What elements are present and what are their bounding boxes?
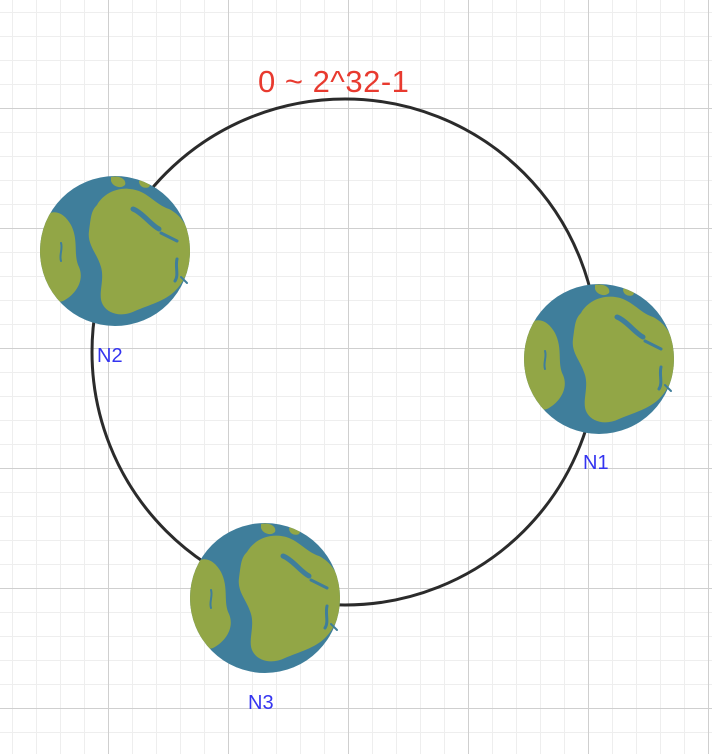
node-n1-globe-icon	[521, 284, 675, 434]
node-n3-globe-icon	[187, 523, 341, 673]
node-n2-globe-icon	[37, 176, 191, 326]
node-n2-label: N2	[97, 345, 123, 367]
ring-range-title: 0 ~ 2^32-1	[258, 64, 410, 99]
hash-ring	[90, 97, 600, 607]
node-n3-label: N3	[248, 692, 274, 714]
node-n1-label: N1	[583, 452, 609, 474]
